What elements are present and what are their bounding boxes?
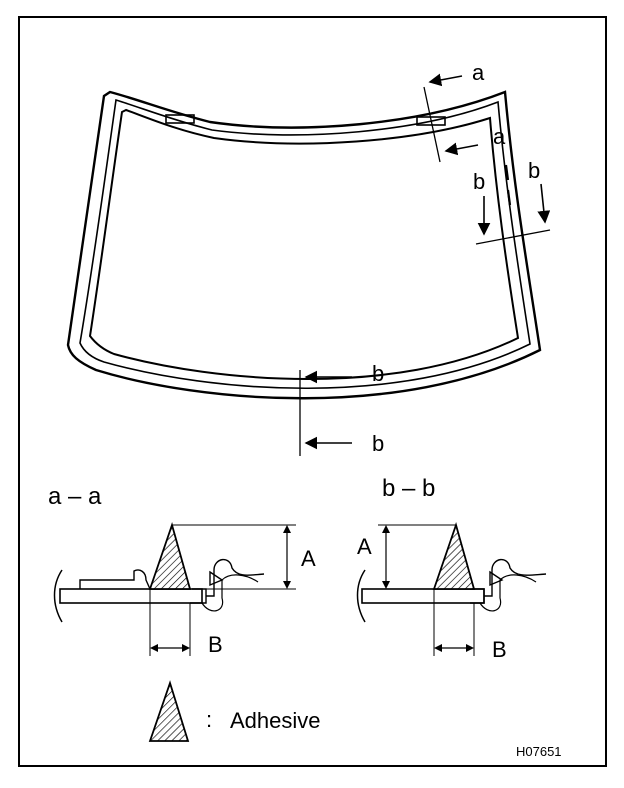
section-b-dim-A: A [357, 534, 372, 559]
legend-adhesive-text: Adhesive [230, 708, 321, 733]
section-a-title: a – a [48, 483, 102, 510]
section-b-title: b – b [382, 475, 435, 502]
cut-line-b-bottom [299, 370, 352, 456]
adhesive-legend-symbol [148, 680, 190, 742]
cut-label-b-bottom-2: b [372, 431, 384, 456]
section-a-dim-B: B [208, 632, 223, 657]
section-a-dim-A: A [301, 546, 316, 571]
figure-frame [18, 16, 607, 767]
section-b-dim-B: B [492, 637, 507, 662]
cut-label-b-bottom-1: b [372, 361, 384, 386]
figure-code: H07651 [516, 744, 562, 759]
cut-label-a-bottom: a [493, 124, 506, 149]
cut-label-b-right-2: b [528, 158, 540, 183]
cut-line-b-right [475, 183, 551, 245]
windshield-glass [66, 90, 542, 400]
cut-line-a [423, 73, 479, 163]
legend-separator: : [206, 707, 212, 732]
cut-label-b-right-1: b [473, 169, 485, 194]
section-b-drawing [356, 521, 547, 656]
section-a-drawing [53, 521, 296, 656]
cut-label-a-top: a [472, 60, 485, 85]
